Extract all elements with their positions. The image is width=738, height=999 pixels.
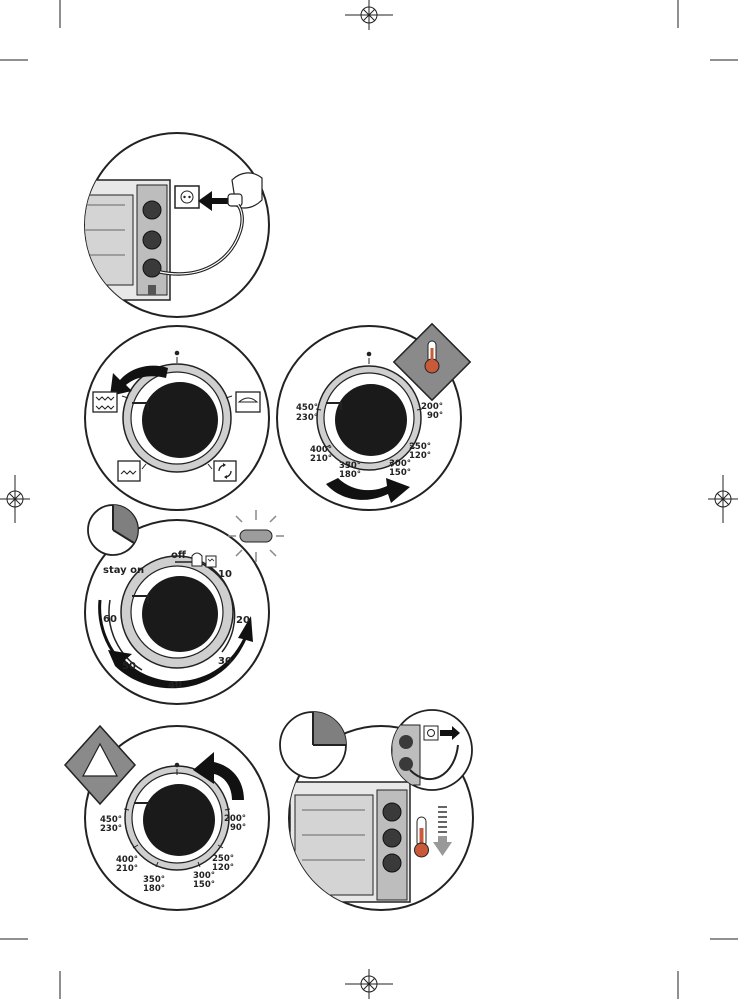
clock-quarter-icon [88,505,138,555]
bake-icon [236,392,260,412]
function-knob [142,382,218,458]
oven-illustration [70,180,170,300]
label-20: 20 [236,615,250,626]
convection-icon [214,461,236,481]
panel-unplug-cool [280,710,473,910]
label-210c-2: 210° [116,864,138,874]
label-210c: 210° [310,454,332,464]
label-10: 10 [218,569,232,580]
label-50: 50 [122,661,136,672]
label-stay-on: stay on [103,565,144,576]
plug-hand-icon [228,173,262,208]
unplug-inset [392,710,472,790]
panel-function-knob [85,326,269,510]
registration-mark-bottom [345,969,393,999]
top-heat-icon [93,392,117,412]
label-off: off [171,550,187,561]
label-30: 30 [218,656,232,667]
label-120c: 120° [409,451,431,461]
temperature-knob-2 [143,784,215,856]
label-450f: 450° [296,403,318,413]
label-150c: 150° [389,468,411,478]
temperature-pointer-dot-2 [175,763,180,768]
label-90c-2: 90° [230,823,246,833]
temperature-knob [335,384,407,456]
label-120c-2: 120° [212,863,234,873]
label-180c: 180° [339,470,361,480]
label-60: 60 [103,614,117,625]
temperature-pointer-dot [367,352,372,357]
panel-plug-in [70,133,269,317]
panel-temperature-knob-off: 450° 230° 400° 210° 350° 180° 300° 150° … [65,726,269,910]
wall-socket-icon [175,186,199,208]
label-40: 40 [168,680,182,691]
clock-quarter-icon-2 [280,712,346,778]
panel-temperature-knob: 450° 230° 400° 210° 350° 180° 300° 150° … [277,324,470,510]
function-pointer-dot [175,351,180,356]
registration-mark-right [708,475,738,523]
label-230c-2: 230° [100,824,122,834]
label-90c: 90° [427,411,443,421]
bottom-heat-icon [118,461,140,481]
label-150c-2: 150° [193,880,215,890]
registration-mark-left [0,475,30,523]
panel-timer-knob: off stay on 10 20 30 40 50 60 [85,505,284,704]
oven-illustration-2 [290,782,410,902]
registration-mark-top [345,0,393,30]
timer-knob [142,576,218,652]
label-230c: 230° [296,413,318,423]
label-180c-2: 180° [143,884,165,894]
